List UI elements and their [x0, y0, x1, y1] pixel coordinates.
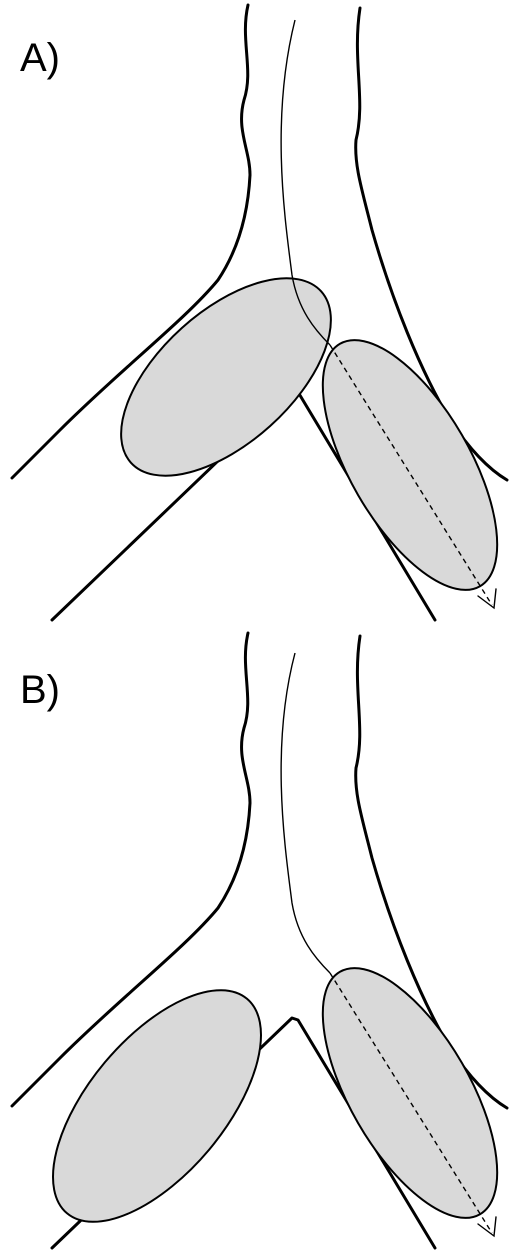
- flow-arrowhead: [478, 1217, 496, 1236]
- flow-path-solid: [281, 653, 330, 973]
- flow-arrowhead: [478, 589, 496, 608]
- panel-a-diagram: [0, 0, 509, 627]
- panel-a: A): [0, 0, 509, 627]
- panel-b: B): [0, 628, 509, 1255]
- left-ellipse: [15, 955, 299, 1255]
- panel-b-diagram: [0, 628, 509, 1255]
- right-ellipse: [288, 942, 509, 1244]
- panel-label-b: B): [20, 670, 60, 710]
- panel-label-a: A): [20, 38, 60, 78]
